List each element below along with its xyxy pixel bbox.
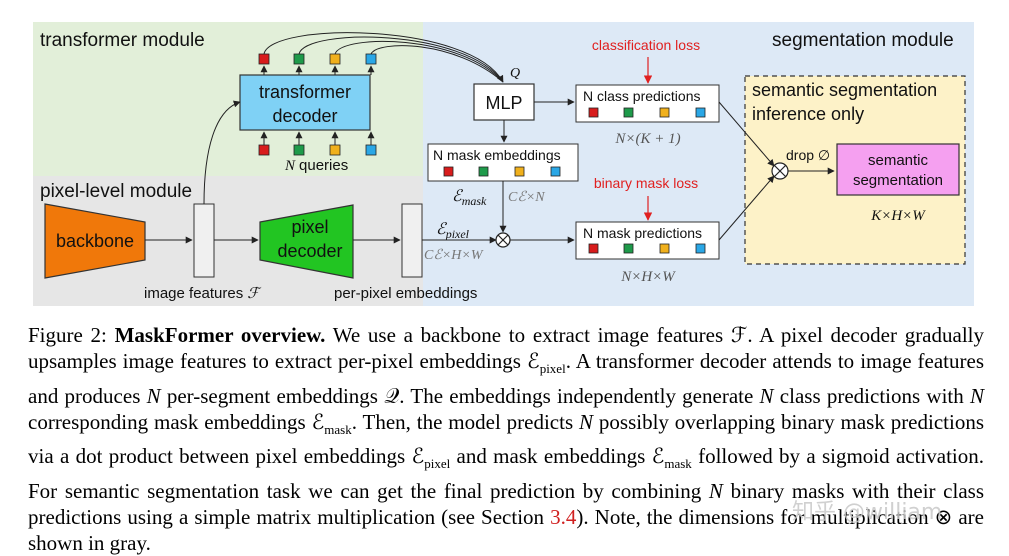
class-predictions-label: N class predictions: [583, 88, 701, 104]
mask-token-blue: [695, 243, 706, 254]
pixel-decoder-label-2: decoder: [277, 241, 342, 261]
caption-sub: mask: [324, 421, 352, 437]
caption-text: per-segment embeddings 𝒬. The embeddings…: [160, 383, 760, 408]
caption-text: followed by a sigmoid activation. For se…: [28, 444, 984, 503]
caption-sub: pixel: [424, 456, 451, 472]
figure-caption: Figure 2: MaskFormer overview. We use a …: [28, 322, 984, 556]
mask-emb-token-yellow: [514, 166, 525, 177]
query-token-green: [293, 144, 305, 156]
pixel-level-module-title: pixel-level module: [40, 181, 192, 202]
section-reference-link[interactable]: 3.4: [550, 504, 577, 529]
class-token-red: [588, 107, 599, 118]
pixel-decoder-label-1: pixel: [291, 217, 328, 237]
caption-text: binary masks with their class prediction…: [28, 478, 984, 529]
drop-label: drop ∅: [786, 147, 830, 163]
class-predictions-block: [575, 84, 720, 123]
caption-text: possibly overlapping binary mask predict…: [28, 409, 985, 469]
output-token-yellow: [329, 53, 341, 65]
mlp-label: MLP: [485, 93, 522, 113]
class-token-blue: [695, 107, 706, 118]
e-pixel-label: ℰpixel: [436, 221, 470, 241]
caption-title: MaskFormer overview.: [114, 323, 326, 347]
transformer-module-title: transformer module: [40, 30, 205, 51]
mask-token-yellow: [659, 243, 670, 254]
caption-text: . Then, the model predicts: [351, 409, 580, 434]
caption-text: class predictions with: [773, 383, 970, 408]
semantic-seg-label-2: segmentation: [853, 172, 943, 189]
segmentation-module-title: segmentation module: [772, 30, 954, 51]
transformer-decoder-label-2: decoder: [272, 106, 337, 126]
semantic-segmentation-block: [836, 143, 960, 196]
mask-emb-token-blue: [550, 166, 561, 177]
per-pixel-embeddings-label: per-pixel embeddings: [334, 285, 477, 302]
pixel-decoder-block: [259, 204, 354, 279]
inference-label-1: semantic segmentation: [752, 80, 937, 100]
caption-text: and mask embeddings ℰ: [450, 444, 665, 469]
output-token-blue: [365, 53, 377, 65]
e-mask-dim: Cℰ×N: [508, 190, 545, 205]
e-mask-label: ℰmask: [452, 188, 487, 208]
mask-emb-token-red: [443, 166, 454, 177]
inference-label-2: inference only: [752, 104, 864, 124]
maskformer-diagram: transformer module segmentation module p…: [33, 22, 974, 306]
transformer-decoder-block: [239, 74, 371, 131]
query-token-yellow: [329, 144, 341, 156]
class-token-yellow: [659, 107, 670, 118]
mask-dim: N×H×W: [620, 269, 676, 285]
caption-var: N: [146, 383, 161, 408]
caption-sub: pixel: [539, 361, 566, 377]
caption-text: corresponding mask embeddings ℰ: [28, 409, 325, 434]
caption-text: . A transformer decoder attends to image…: [28, 349, 984, 408]
per-pixel-embeddings-block: [401, 203, 423, 278]
mask-predictions-block: [575, 221, 720, 260]
class-dim: N×(K + 1): [614, 131, 680, 147]
q-label: Q: [510, 66, 520, 81]
watermark: 知乎 @william: [792, 500, 943, 525]
image-features-block: [193, 203, 215, 278]
backbone-block: [44, 203, 146, 279]
caption-text: We use a backbone to extract image featu…: [28, 323, 984, 374]
output-token-red: [258, 53, 270, 65]
caption-var: N: [708, 478, 723, 503]
mask-token-red: [588, 243, 599, 254]
caption-var: N: [969, 383, 984, 408]
semantic-dim: K×H×W: [870, 208, 926, 224]
caption-var: N: [759, 383, 774, 408]
transformer-decoder-label-1: transformer: [259, 82, 351, 102]
mask-embeddings-label: N mask embeddings: [433, 147, 561, 163]
e-pixel-dim: Cℰ×H×W: [424, 248, 484, 263]
caption-sub: mask: [664, 456, 692, 472]
query-token-red: [258, 144, 270, 156]
query-token-blue: [365, 144, 377, 156]
figure-label: Figure 2:: [28, 323, 107, 347]
output-token-green: [293, 53, 305, 65]
semantic-seg-label-1: semantic: [868, 152, 929, 169]
binary-mask-loss-label: binary mask loss: [594, 175, 698, 191]
caption-var: N: [579, 409, 594, 434]
mask-token-green: [623, 243, 634, 254]
mask-emb-token-green: [478, 166, 489, 177]
classification-loss-label: classification loss: [592, 37, 700, 53]
class-token-green: [623, 107, 634, 118]
backbone-label: backbone: [56, 231, 134, 251]
mask-predictions-label: N mask predictions: [583, 225, 702, 241]
